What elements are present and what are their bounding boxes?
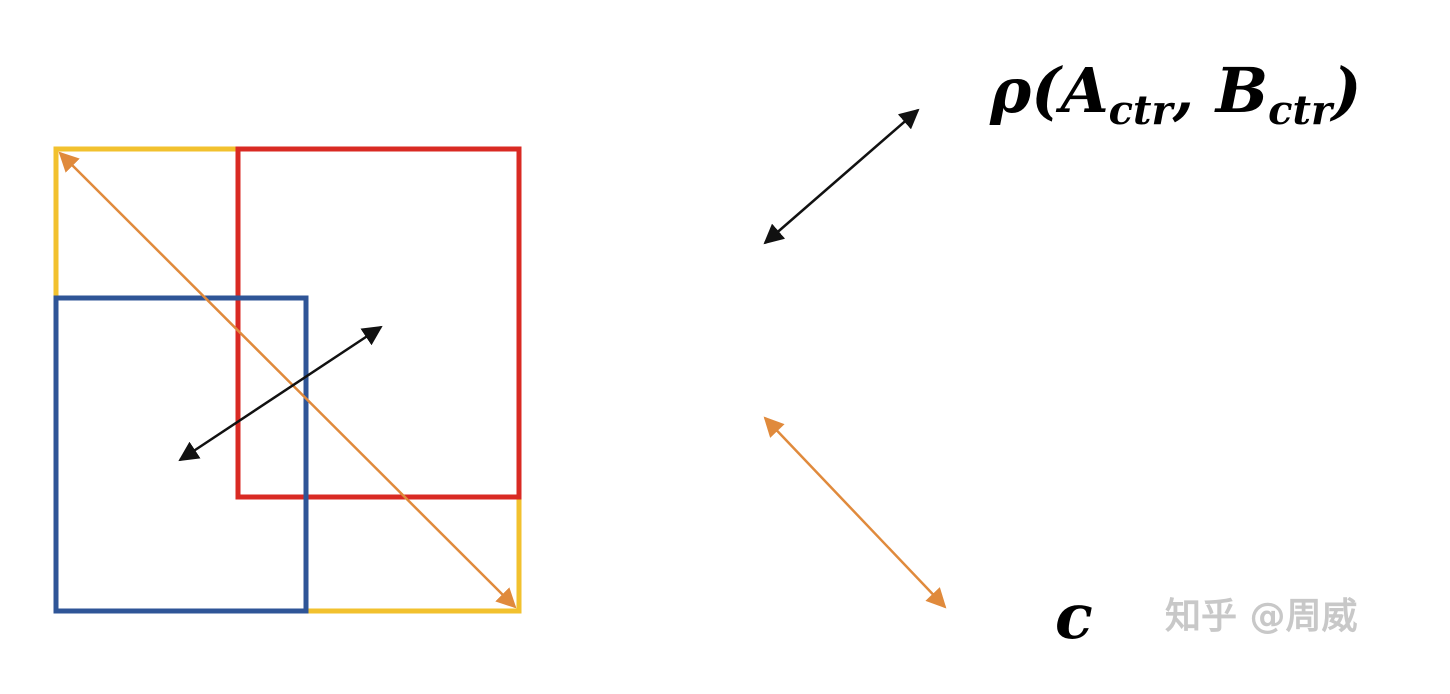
rho-label-close: ) [1329, 54, 1361, 127]
rho-label-comma: , B [1172, 54, 1269, 127]
c-legend-arrow [763, 416, 947, 609]
center-distance-arrow [178, 325, 383, 462]
diagonal-arrow [58, 151, 517, 609]
box-a [235, 146, 522, 500]
rho-label-sub1: ctr [1109, 87, 1176, 134]
watermark: 知乎 @周威 [1165, 596, 1358, 637]
rho-label-main: ρ(A [989, 54, 1109, 127]
c-label: c [1055, 580, 1093, 653]
box-b [53, 295, 309, 614]
rho-label: ρ(Actr, Bctr) [989, 54, 1361, 134]
rho-label-sub2: ctr [1268, 87, 1335, 134]
rho-legend-arrow [763, 108, 920, 245]
